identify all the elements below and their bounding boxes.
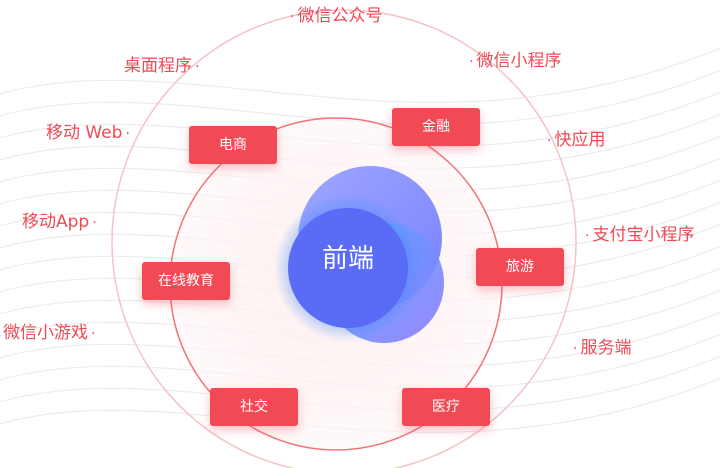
outer-label-text: 移动App (22, 212, 90, 232)
dot-marker: · (469, 54, 474, 70)
background-wave-line (0, 47, 720, 103)
outer-label-mobile-web: 移动 Web· (46, 125, 133, 142)
tag-finance: 金融 (392, 108, 480, 146)
outer-label-mobile-app: 移动App· (22, 214, 100, 231)
tag-ecommerce: 电商 (189, 126, 277, 164)
outer-ring (111, 9, 577, 468)
outer-label-wechat-miniprogram: ·微信小程序 (466, 53, 561, 70)
background-wave-line (0, 69, 720, 125)
core-circle (288, 208, 408, 328)
outer-label-server-side: ·服务端 (570, 340, 631, 357)
outer-label-alipay-miniprogram: ·支付宝小程序 (582, 227, 694, 244)
tag-travel: 旅游 (476, 248, 564, 286)
outer-label-wechat-minigame: 微信小游戏· (3, 325, 98, 342)
outer-label-text: 微信小游戏 (3, 323, 88, 343)
outer-label-text: 快应用 (554, 130, 606, 150)
dot-marker: · (573, 341, 578, 357)
core-label: 前端 (321, 244, 374, 274)
outer-label-text: 微信公众号 (297, 6, 383, 26)
outer-label-text: 桌面程序 (124, 56, 192, 76)
outer-label-quick-app: ·快应用 (544, 132, 605, 149)
outer-label-text: 移动 Web (46, 123, 123, 143)
outer-label-desktop-app: 桌面程序· (124, 58, 202, 75)
dot-marker: · (290, 9, 295, 25)
outer-label-text: 服务端 (580, 338, 632, 358)
tag-online-education: 在线教育 (142, 262, 230, 300)
dot-marker: · (92, 215, 97, 231)
outer-label-text: 微信小程序 (476, 51, 562, 71)
dot-marker: · (195, 59, 200, 75)
dot-marker: · (547, 133, 552, 149)
dot-marker: · (585, 228, 590, 244)
tag-social: 社交 (210, 388, 298, 426)
dot-marker: · (125, 126, 130, 142)
outer-label-wechat-official: ·微信公众号 (287, 8, 382, 25)
outer-label-text: 支付宝小程序 (592, 225, 695, 245)
dot-marker: · (91, 326, 96, 342)
tag-medical: 医疗 (402, 388, 490, 426)
